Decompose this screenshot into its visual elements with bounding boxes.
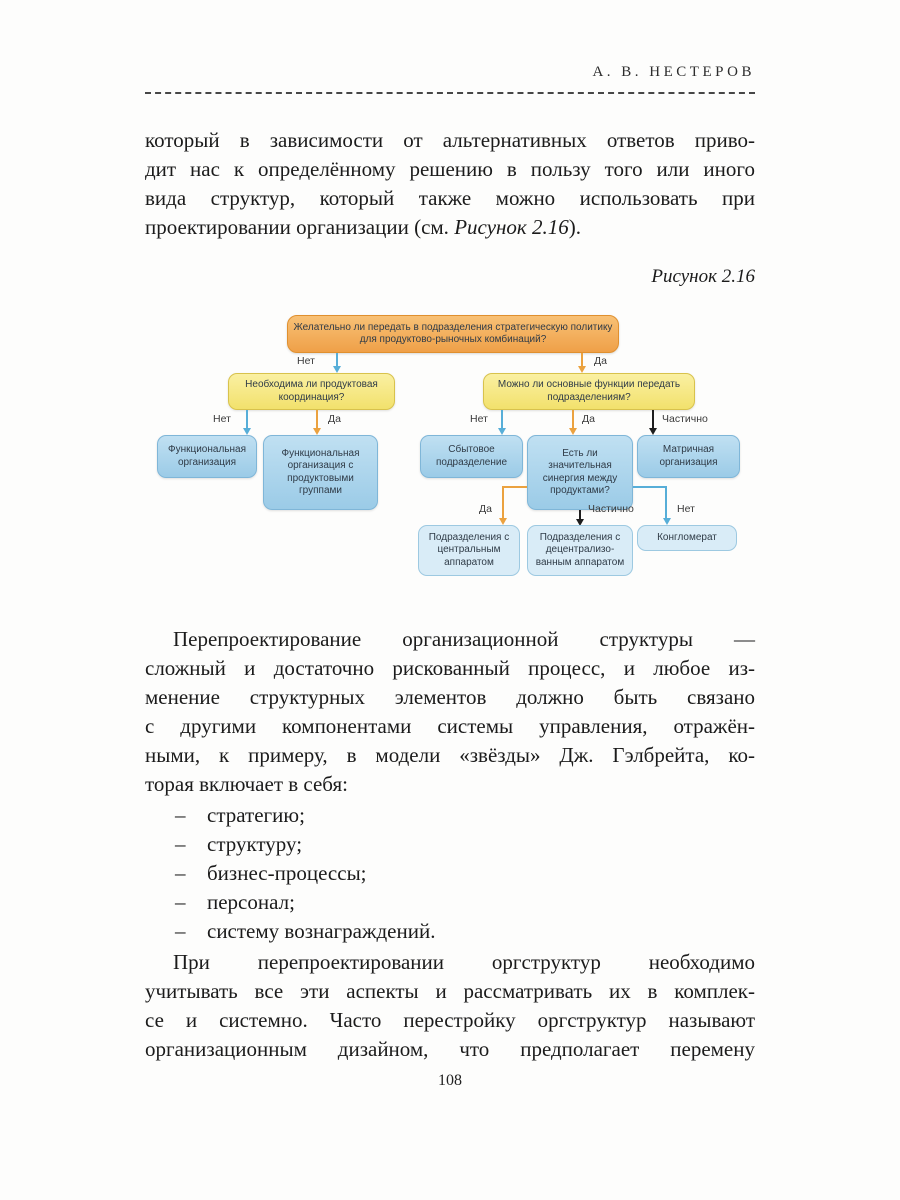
running-head: А. В. НЕСТЕРОВ [592,64,755,80]
list-item-text: систему вознаграждений. [207,919,436,943]
list-item: –структуру; [145,830,755,859]
question-delegate-functions-box: Можно ли основные функции передать подра… [483,373,695,410]
edge-label-partially: Частично [588,503,634,515]
question-synergy-box: Есть ли значительная синергия между прод… [527,435,633,510]
edge-label-yes: Да [479,503,492,515]
text-run: проектировании организации (см. [145,215,455,239]
list-item: –персонал; [145,888,755,917]
arrow-no-icon [497,410,507,435]
dash-marker: – [175,890,186,914]
text-line: вида структур, который также можно испол… [145,186,755,210]
arrow-partially-icon [648,410,658,435]
figure-reference: Рисунок 2.16 [454,215,569,239]
figure-2-16-flowchart: Желательно ли передать в подразделения с… [145,308,755,590]
edge-label-no: Нет [470,413,488,425]
arrow-no-icon [332,353,342,373]
page-number: 108 [438,1072,462,1089]
result-matrix-org-box: Матричная организация [637,435,740,478]
text-line: организационным дизайном, что предполага… [145,1037,755,1061]
list-item: –систему вознаграждений. [145,917,755,946]
dash-marker: – [175,861,186,885]
text-line: се и системно. Часто перестройку оргстру… [145,1008,755,1032]
arrow-yes-icon [312,410,322,435]
paragraph-3: При перепроектировании оргструктур необх… [145,948,755,1064]
result-functional-org-groups-box: Функциональная организация с продуктовым… [263,435,378,510]
result-sales-division-box: Сбытовое подразделение [420,435,523,478]
paragraph-2: Перепроектирование организационной струк… [145,625,755,799]
text-line: дит нас к определённому решению в пользу… [145,157,755,181]
text-line: торая включает в себя: [145,772,348,796]
arrow-partially-icon [575,510,585,526]
arrow-no-icon [242,410,252,435]
edge-label-yes: Да [594,355,607,367]
root-question-box: Желательно ли передать в подразделения с… [287,315,619,353]
dash-marker: – [175,919,186,943]
header-dashed-rule [145,92,755,94]
edge-label-no: Нет [677,503,695,515]
result-conglomerate-box: Конгломерат [637,525,737,551]
dash-marker: – [175,832,186,856]
list-item-text: структуру; [207,832,303,856]
list-item-text: стратегию; [207,803,305,827]
text-line: учитывать все эти аспекты и рассматриват… [145,979,755,1003]
figure-caption: Рисунок 2.16 [651,266,755,287]
edge-label-yes: Да [582,413,595,425]
arrow-yes-icon [568,410,578,435]
question-product-coordination-box: Необходима ли продуктовая координация? [228,373,395,410]
text-run: ). [568,215,582,239]
text-line: Перепроектирование организационной струк… [173,627,755,651]
text-line: менение структурных элементов должно быт… [145,685,755,709]
list-item-text: персонал; [207,890,295,914]
result-functional-org-box: Функциональная организация [157,435,257,478]
text-line: ными, к примеру, в модели «звёзды» Дж. Г… [145,743,755,767]
edge-label-no: Нет [297,355,315,367]
edge-label-partially: Частично [662,413,708,425]
arrow-yes-icon [577,353,587,373]
result-decentralized-apparatus-box: Подразделения с децентрализо-ванным аппа… [527,525,633,576]
text-line: который в зависимости от альтернативных … [145,128,755,152]
elbow-yes-icon [498,486,527,525]
text-line: сложный и достаточно рискованный процесс… [145,656,755,680]
list-item-text: бизнес-процессы; [207,861,367,885]
text-line: При перепроектировании оргструктур необх… [173,950,755,974]
edge-label-no: Нет [213,413,231,425]
list-item: –стратегию; [145,801,755,830]
text-line: с другими компонентами системы управлени… [145,714,755,738]
paragraph-1: который в зависимости от альтернативных … [145,126,755,242]
edge-label-yes: Да [328,413,341,425]
dash-marker: – [175,803,186,827]
result-central-apparatus-box: Подразделения с центральным аппаратом [418,525,520,576]
elbow-no-icon [633,486,671,525]
text-line: проектировании организации (см. Рисунок … [145,213,755,242]
list-item: –бизнес-процессы; [145,859,755,888]
dash-list: –стратегию; –структуру; –бизнес-процессы… [145,801,755,946]
